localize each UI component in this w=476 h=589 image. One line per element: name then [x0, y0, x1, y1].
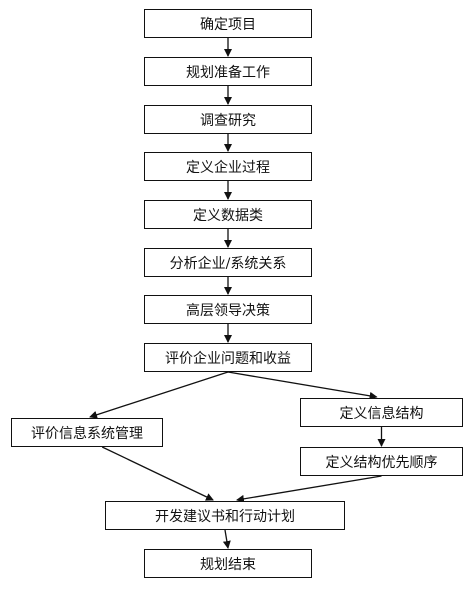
- step-investigation: 调查研究: [144, 105, 312, 134]
- step-planning-preparation: 规划准备工作: [144, 57, 312, 86]
- step-analyze-enterprise-system: 分析企业/系统关系: [144, 248, 312, 277]
- arrow-n11-n12: [236, 475, 382, 503]
- step-evaluate-is-management: 评价信息系统管理: [11, 418, 163, 447]
- step-evaluate-problems-benefits: 评价企业问题和收益: [144, 343, 312, 372]
- step-leadership-decision: 高层领导决策: [144, 295, 312, 324]
- arrow-n12-n13: [222, 529, 231, 549]
- step-define-data-class: 定义数据类: [144, 200, 312, 229]
- step-confirm-project: 确定项目: [144, 9, 312, 38]
- arrow-n8-n10: [227, 371, 378, 400]
- step-define-structure-priority: 定义结构优先顺序: [300, 447, 463, 476]
- step-planning-end: 规划结束: [144, 549, 312, 578]
- step-define-info-structure: 定义信息结构: [300, 398, 463, 427]
- step-define-business-process: 定义企业过程: [144, 152, 312, 181]
- arrow-n8-n9: [89, 371, 229, 419]
- arrow-n9-n12: [101, 446, 214, 501]
- step-develop-proposal-plan: 开发建议书和行动计划: [105, 501, 345, 530]
